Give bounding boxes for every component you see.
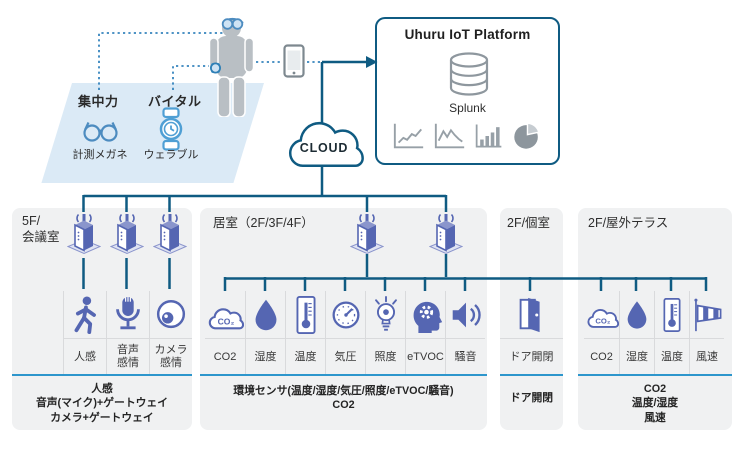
humidity-icon	[627, 300, 647, 329]
section-summary: 環境センサ(温度/湿度/気圧/照度/eTVOC/騒音) CO2	[233, 385, 454, 412]
motion-sensor-icon	[74, 295, 96, 334]
glasses-device-label: 計測メガネ	[72, 149, 128, 161]
section-summary: ドア開閉	[509, 392, 554, 404]
smartwatch-icon	[159, 107, 183, 151]
line-chart-icon	[393, 123, 424, 149]
section-summary: CO2 温度/湿度 風速	[631, 383, 679, 424]
sensor-cell-motion: 人感	[63, 291, 106, 375]
head-goggles-icon	[221, 17, 244, 30]
storage-label: Splunk	[449, 101, 486, 115]
sensor-cell-co2: CO₂ CO2	[584, 291, 619, 375]
watch-device-label: ウェラブル	[143, 149, 199, 161]
sensor-cell-temperature: 温度	[285, 291, 325, 375]
bar-chart-icon	[475, 124, 502, 148]
sensor-cell-wind: 風速	[689, 291, 724, 375]
trend-chart-icon	[434, 123, 465, 149]
cloud-label: CLOUD	[299, 141, 349, 155]
sensor-cell-pressure: 気圧	[325, 291, 365, 375]
section-title: 5F/会議室	[22, 214, 60, 244]
humidity-icon	[255, 299, 276, 330]
sensor-table: CO₂ CO2 湿度 温度	[584, 291, 724, 375]
glasses-icon	[83, 122, 118, 142]
co2-icon: CO₂	[586, 308, 619, 328]
etvoc-icon	[413, 301, 442, 333]
wrist-watch-icon	[210, 62, 221, 74]
analytics-icons	[377, 121, 558, 151]
gateway-icon	[109, 213, 144, 255]
pie-chart-icon	[514, 122, 540, 149]
camera-icon	[156, 299, 186, 328]
temperature-icon	[663, 297, 681, 332]
sensor-table: CO₂ CO2 湿度 温度	[205, 291, 485, 375]
noise-icon	[452, 302, 481, 327]
section-summary: 人感 音声(マイク)+ゲートウェイ カメラ+ゲートウェイ	[35, 383, 169, 424]
gateway-icon	[66, 213, 101, 255]
uhuru-iot-platform-box: Uhuru IoT Platform Splunk	[375, 17, 560, 165]
gateway-icon	[429, 213, 463, 255]
platform-title: Uhuru IoT Platform	[404, 27, 531, 42]
sensor-cell-humidity: 湿度	[245, 291, 285, 375]
concentration-label: 集中力	[78, 94, 119, 109]
sensor-cell-camera-emotion: カメラ感情	[149, 291, 192, 375]
smartphone-icon	[283, 44, 305, 78]
sensor-cell-voice-emotion: 音声感情	[106, 291, 149, 375]
separator-line	[578, 374, 732, 376]
svg-text:CO₂: CO₂	[595, 316, 610, 325]
sensor-cell-noise: 騒音	[445, 291, 485, 375]
illuminance-icon	[374, 295, 397, 331]
separator-line	[200, 374, 487, 376]
pressure-icon	[332, 301, 359, 328]
sensor-cell-etvoc: eTVOC	[405, 291, 445, 375]
sensor-table: 人感 音声感情	[62, 291, 192, 375]
section-2f-private-room: 2F/個室 ドア開閉 ドア開閉	[500, 208, 563, 430]
sensor-cell-illuminance: 照度	[365, 291, 405, 375]
sensor-cell-humidity: 湿度	[619, 291, 654, 375]
section-title: 2F/個室	[507, 216, 551, 230]
gateway-icon	[152, 213, 187, 255]
section-title: 居室（2F/3F/4F）	[213, 216, 314, 230]
temperature-icon	[296, 295, 315, 334]
database-icon	[449, 52, 489, 96]
separator-line	[12, 374, 192, 376]
microphone-icon	[116, 296, 140, 329]
section-2f-outdoor-terrace: 2F/屋外テラス CO₂ CO2 湿度	[578, 208, 732, 430]
separator-line	[500, 374, 563, 376]
door-icon	[519, 297, 540, 332]
section-title: 2F/屋外テラス	[588, 216, 669, 230]
sensor-cell-temperature: 温度	[654, 291, 689, 375]
person-figure	[208, 17, 255, 117]
sensor-table: ドア開閉	[500, 291, 563, 375]
sensor-cell-door: ドア開閉	[500, 291, 563, 375]
gateway-icon	[350, 213, 384, 255]
sensor-cell-co2: CO₂ CO2	[205, 291, 245, 375]
svg-text:CO₂: CO₂	[218, 316, 235, 326]
vital-label: バイタル	[148, 94, 202, 109]
co2-icon: CO₂	[208, 307, 244, 329]
windsock-icon	[694, 298, 722, 331]
